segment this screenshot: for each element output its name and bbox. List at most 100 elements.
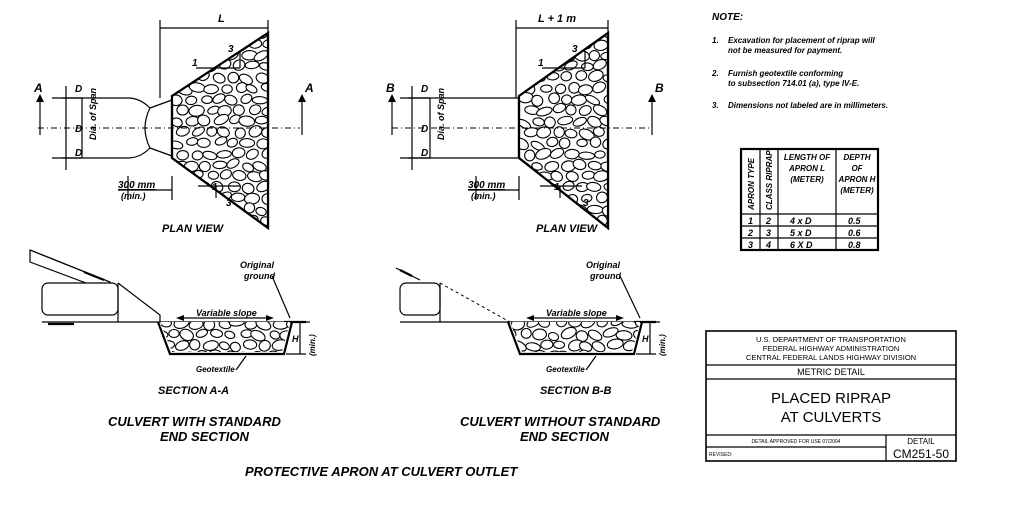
rock-shape [197, 114, 211, 127]
rock-shape [548, 92, 561, 105]
dim-length-label: L + 1 m [538, 13, 576, 25]
slope-bot-3: 3 [226, 198, 232, 209]
cell-depth: 0.6 [848, 228, 862, 238]
dia-of-span-label: Dia. of Span [88, 87, 98, 140]
rock-shape [559, 204, 574, 215]
rock-shape [576, 138, 588, 148]
rock-shape [256, 180, 268, 193]
slope-bot-1: 1 [212, 182, 218, 193]
rock-shape [244, 322, 258, 330]
rock-shape [532, 328, 547, 341]
table-row: 3 4 6 X D 0.8 [748, 240, 861, 250]
rock-shape [584, 94, 601, 106]
rock-shape [242, 339, 258, 350]
caption-line-1: CULVERT WITHOUT STANDARD [460, 414, 661, 429]
rock-shape [252, 161, 267, 172]
rock-shape [589, 136, 602, 148]
rock-shape [532, 183, 547, 196]
rock-shape [519, 226, 533, 228]
rock-shape [184, 203, 200, 216]
section-title: SECTION B-B [540, 385, 612, 397]
rock-shape [212, 93, 226, 104]
agency-line-2: FEDERAL HIGHWAY ADMINISTRATION [763, 344, 900, 353]
rock-shape [531, 94, 544, 107]
section-b-b: Variable slope Original ground H (min.) … [395, 260, 667, 444]
rock-shape [519, 71, 531, 83]
rock-shape [256, 138, 268, 150]
rock-shape [588, 50, 601, 62]
note-3-num: 3. [712, 101, 719, 110]
rock-shape [224, 94, 238, 106]
note-2-line-2: to subsection 714.01 (a), type IV-E. [728, 79, 859, 88]
rock-shape [540, 339, 554, 350]
rock-shape [254, 115, 268, 125]
rock-shape [184, 182, 197, 194]
rock-shape [531, 162, 543, 171]
detail-label: DETAIL [907, 437, 935, 446]
rock-shape [199, 48, 213, 59]
section-cut-a-left: A [33, 81, 43, 95]
rock-shape [261, 146, 268, 159]
rock-shape [239, 137, 256, 148]
rock-shape [201, 95, 213, 104]
rock-shape [577, 349, 591, 352]
detail-type: METRIC DETAIL [797, 367, 865, 377]
rock-shape [519, 193, 536, 206]
slope-top-1: 1 [538, 58, 544, 69]
rock-shape [226, 137, 239, 148]
rock-shape [203, 84, 219, 95]
rock-shape [564, 128, 578, 139]
original-ground-label-2: ground [589, 271, 621, 281]
rock-shape [519, 49, 531, 61]
footer-caption: PROTECTIVE APRON AT CULVERT OUTLET [245, 464, 518, 479]
rock-shape [519, 137, 529, 151]
rock-shape [255, 72, 268, 84]
rock-shape [568, 81, 581, 94]
rock-shape [202, 150, 218, 161]
rock-shape [602, 138, 608, 150]
rock-shape [172, 49, 185, 62]
rock-shape [572, 116, 587, 127]
dim-d-top: D [421, 84, 428, 95]
rock-shape [570, 94, 588, 106]
rock-shape [185, 73, 198, 83]
rock-shape [544, 160, 560, 172]
rock-shape [524, 63, 538, 74]
rock-shape [245, 84, 258, 94]
rock-shape [602, 327, 619, 338]
rock-shape [535, 147, 552, 160]
rock-shape [216, 150, 232, 159]
cell-depth: 0.8 [848, 240, 861, 250]
rock-shape [533, 349, 548, 352]
rock-shape [592, 81, 607, 94]
rock-shape [227, 224, 243, 228]
cell-type: 2 [747, 228, 753, 238]
rock-shape [537, 322, 551, 328]
h-label: H [292, 334, 299, 344]
rock-shape [234, 127, 246, 139]
rock-shape [232, 104, 245, 117]
dim-d-mid: D [75, 124, 82, 135]
revised-label: REVISED: [709, 452, 732, 458]
rock-shape [602, 74, 608, 84]
plan-view-right: L + 1 m D D D Dia. of Span B B 3 1 1 3 3… [386, 13, 664, 235]
note-1-line-1: Excavation for placement of riprap will [728, 36, 875, 45]
rock-shape [218, 322, 232, 330]
rock-shape [203, 322, 216, 331]
cell-class: 3 [766, 228, 771, 238]
approved-note: DETAIL APPROVED FOR USE 07/2004 [752, 439, 841, 445]
rock-shape [540, 84, 553, 93]
rock-shape [588, 69, 604, 82]
table-row: 2 3 5 x D 0.6 [747, 228, 862, 238]
plan-view-left: L D D D Dia. of Span A A 3 1 1 [33, 13, 314, 235]
rock-shape [536, 126, 552, 139]
rock-shape [173, 322, 190, 329]
agency-line-1: U.S. DEPARTMENT OF TRANSPORTATION [756, 335, 906, 344]
dim-300mm: 300 mm [468, 180, 505, 191]
rock-shape [238, 115, 256, 127]
rock-shape [603, 182, 608, 192]
rock-shape [581, 193, 593, 203]
rock-shape [580, 322, 596, 329]
rock-shape [261, 106, 268, 117]
